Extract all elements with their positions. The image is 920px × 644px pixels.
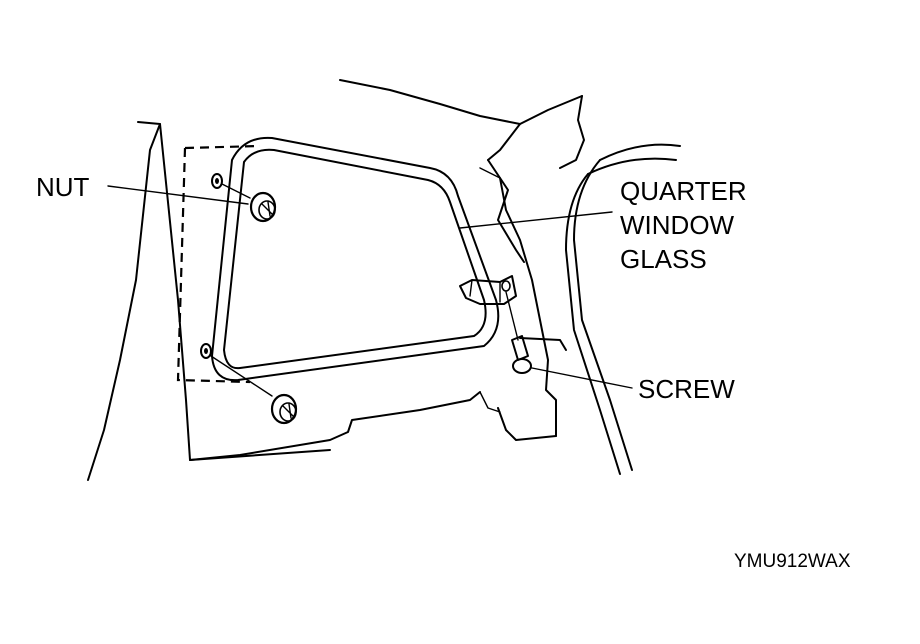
nut-upper bbox=[211, 173, 277, 223]
latch-bracket bbox=[459, 275, 517, 305]
glass-label-line1: QUARTER bbox=[620, 176, 747, 206]
screw-leader-line bbox=[531, 367, 633, 389]
body-panel bbox=[87, 121, 501, 481]
nut-leader-line bbox=[107, 185, 249, 205]
quarter-window-glass bbox=[211, 136, 501, 382]
nut-lower bbox=[200, 343, 298, 425]
roof-trim bbox=[339, 79, 585, 169]
screw bbox=[505, 291, 532, 374]
rear-pillar bbox=[487, 143, 681, 475]
removal-outline bbox=[176, 144, 261, 384]
glass-label-line2: WINDOW bbox=[620, 210, 735, 240]
figure-code: YMU912WAX bbox=[734, 551, 851, 572]
nut-label: NUT bbox=[36, 172, 90, 202]
screw-label: SCREW bbox=[638, 374, 735, 404]
glass-leader-line bbox=[459, 211, 613, 229]
glass-label-line3: GLASS bbox=[620, 244, 707, 274]
